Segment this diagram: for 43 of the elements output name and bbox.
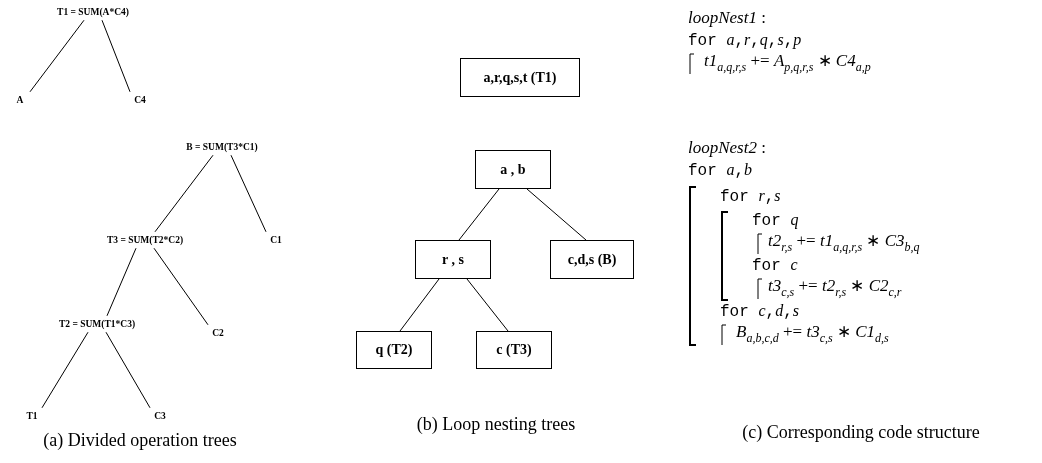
tree-branch-line xyxy=(399,278,440,332)
tree-node-label: B = SUM(T3*C1) xyxy=(186,141,258,153)
loop-box: c,d,s (B) xyxy=(550,240,634,279)
tree-branch-line xyxy=(230,154,267,233)
code-line: B$_{a,b,c,d}$ += t3$_{c,s}$ ∗ C1$_{d,s}$ xyxy=(736,323,889,345)
loop-box: q (T2) xyxy=(356,331,432,369)
tree-node-label: C3 xyxy=(154,410,166,422)
code-line: for r,s xyxy=(720,187,781,207)
tree-branch-line xyxy=(153,247,209,326)
tree-node-label: A xyxy=(16,94,24,106)
tree-branch-line xyxy=(154,154,214,233)
tree-node-label: T3 = SUM(T2*C2) xyxy=(106,234,184,246)
loop-box: r , s xyxy=(415,240,491,279)
tree-node-label: C4 xyxy=(134,94,146,106)
code-line: for a,b xyxy=(688,161,752,181)
tree-node-label: T2 = SUM(T1*C3) xyxy=(58,318,136,330)
code-line: t2$_{r,s}$ += t1$_{a,q,r,s}$ ∗ C3$_{b,q}$ xyxy=(768,232,920,254)
code-line: for a,r,q,s,p xyxy=(688,31,802,51)
figure-caption: (c) Corresponding code structure xyxy=(742,423,980,443)
tree-node-label: T1 = SUM(A*C4) xyxy=(57,6,129,18)
figure-caption: (a) Divided operation trees xyxy=(43,431,237,451)
code-line: for c xyxy=(752,256,798,276)
loop-box: a , b xyxy=(475,150,551,189)
code-line: for q xyxy=(752,211,799,231)
code-line: loopNest1 : xyxy=(688,8,766,28)
tree-branch-line xyxy=(105,331,151,409)
figure-caption: (b) Loop nesting trees xyxy=(416,415,576,435)
tree-branch-line xyxy=(526,188,587,241)
code-line: for c,d,s xyxy=(720,302,799,322)
tree-branch-line xyxy=(41,331,89,409)
tree-branch-line xyxy=(29,19,85,93)
tree-branch-line xyxy=(458,188,500,241)
code-line: loopNest2 : xyxy=(688,138,766,158)
tree-branch-line xyxy=(466,278,509,332)
tree-branch-line xyxy=(106,247,137,317)
code-line: t3$_{c,s}$ += t2$_{r,s}$ ∗ C2$_{c,r}$ xyxy=(768,277,902,299)
tree-node-label: C1 xyxy=(270,234,282,246)
tree-branch-line xyxy=(101,19,131,93)
loop-box: c (T3) xyxy=(476,331,552,369)
tree-node-label: C2 xyxy=(212,327,224,339)
tree-node-label: T1 xyxy=(26,410,38,422)
code-line: t1$_{a,q,r,s}$ += A$_{p,q,r,s}$ ∗ C4$_{a,p}$ xyxy=(704,52,871,74)
loop-box: a,r,q,s,t (T1) xyxy=(460,58,580,97)
